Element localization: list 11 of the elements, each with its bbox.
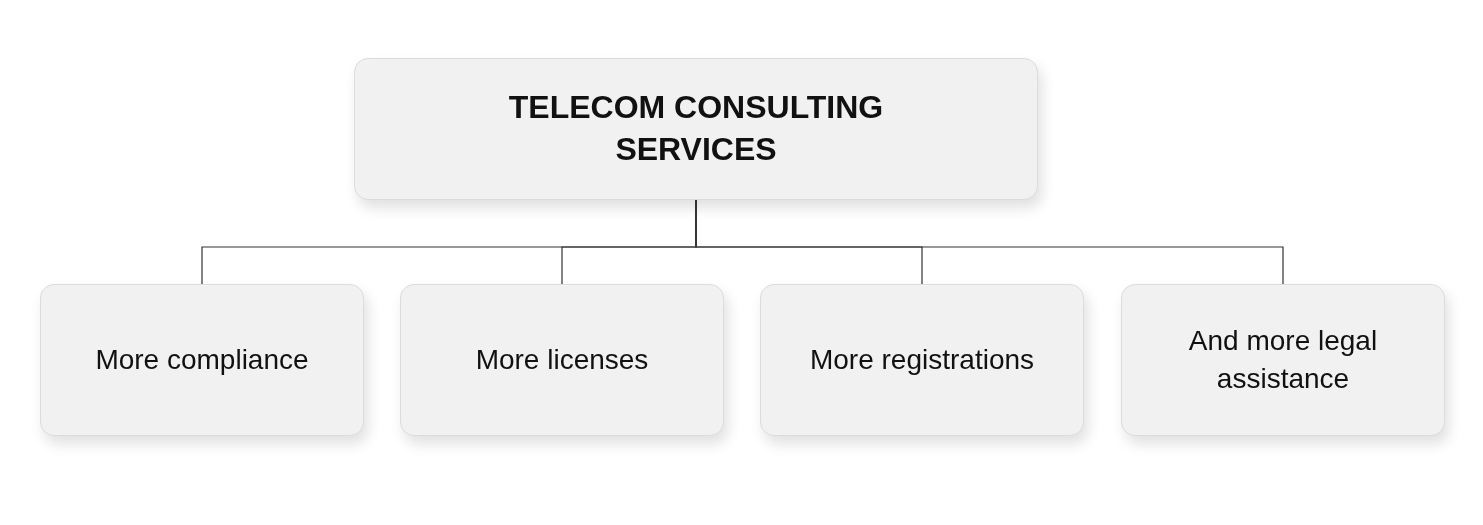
service-box bbox=[40, 284, 364, 436]
service-label: More registrations bbox=[808, 343, 1036, 378]
heading-text: TELECOM CONSULTING SERVICES bbox=[507, 88, 885, 169]
service-label: More compliance bbox=[94, 343, 310, 378]
connector-line bbox=[695, 199, 1284, 285]
service-box bbox=[1121, 284, 1445, 436]
service-label: And more legal assistance bbox=[1187, 324, 1379, 396]
heading-box bbox=[354, 58, 1038, 200]
service-box bbox=[760, 284, 1084, 436]
service-label: More licenses bbox=[474, 343, 650, 378]
service-box bbox=[400, 284, 724, 436]
